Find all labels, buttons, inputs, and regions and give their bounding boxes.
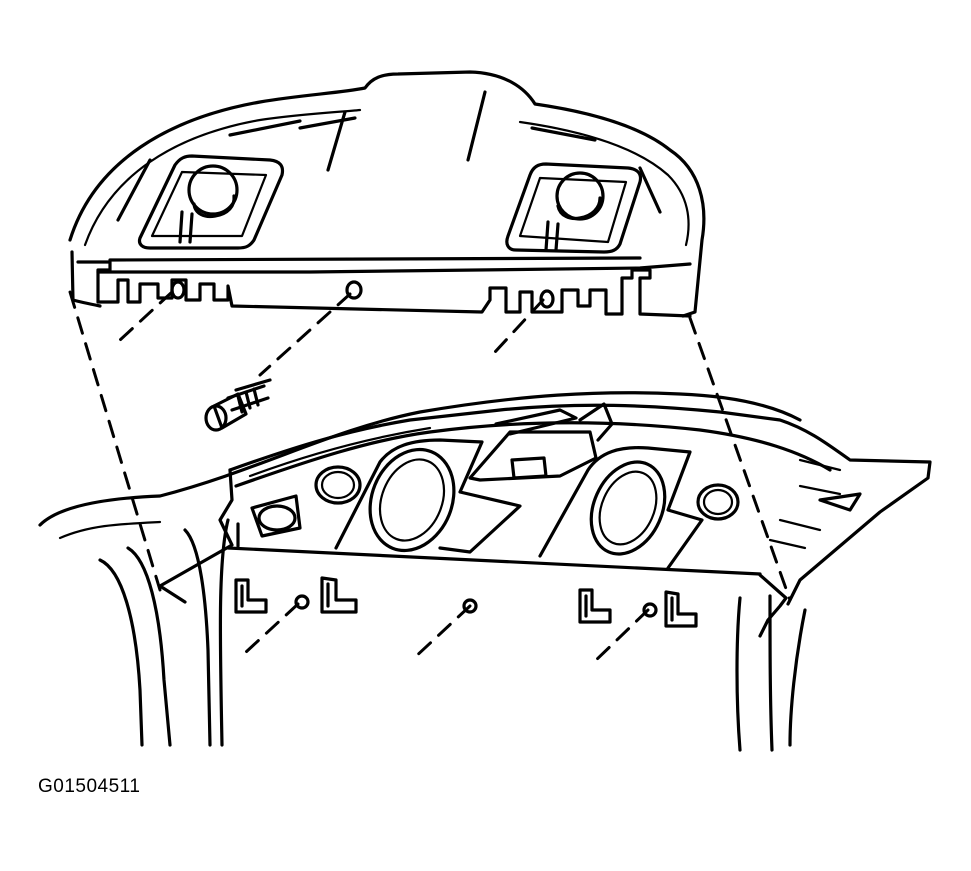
trim-panel — [68, 70, 706, 318]
vehicle-body-shelf — [38, 391, 932, 752]
screw-fastener-icon — [204, 378, 272, 432]
figure-id-label: G01504511 — [38, 776, 141, 797]
alignment-lines — [68, 290, 792, 666]
